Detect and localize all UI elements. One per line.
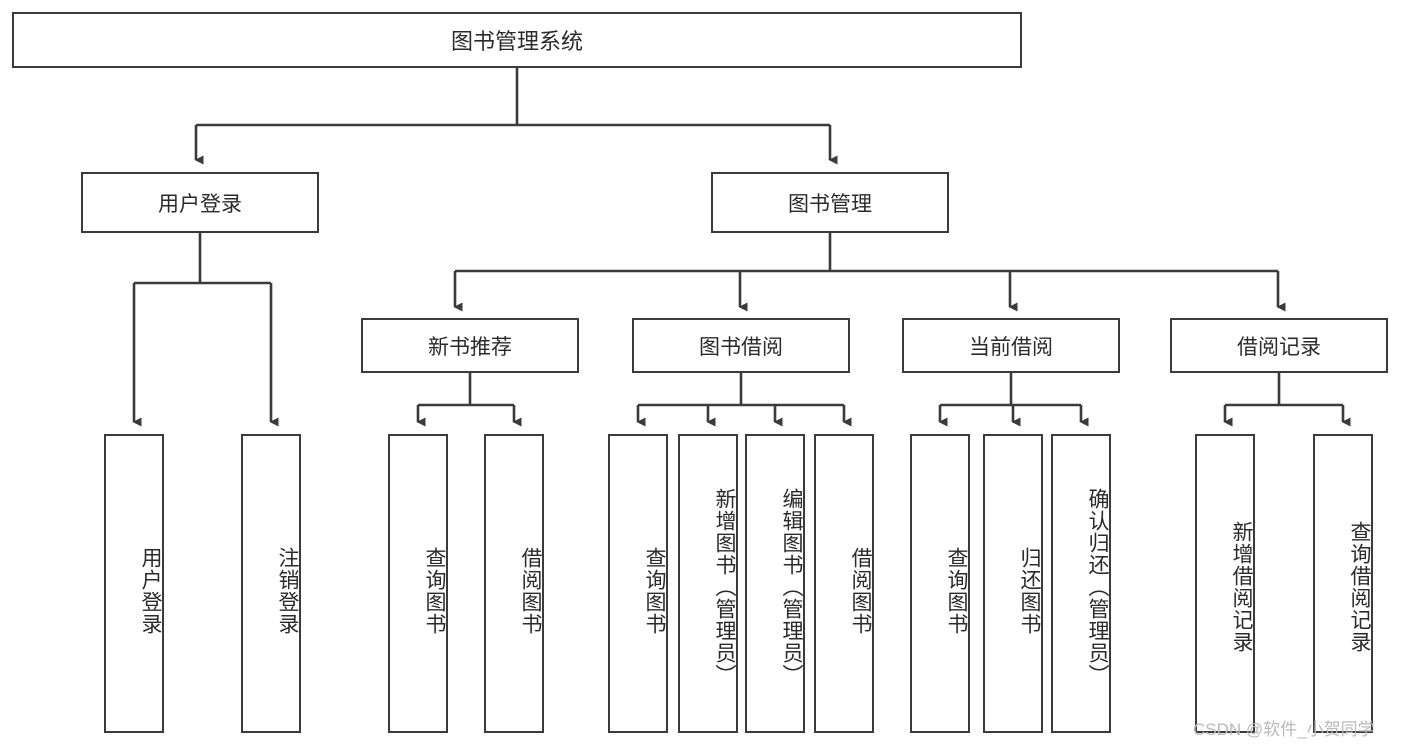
node-borrow-record-label: 借阅记录 (1237, 335, 1321, 359)
watermark: CSDN @软件_小贺同学 (1193, 720, 1375, 739)
leaf-edit-book-admin-label: 编辑图书（管理员） (780, 487, 803, 686)
node-book-borrow-label: 图书借阅 (699, 335, 783, 359)
node-borrow-record[interactable]: 借阅记录 (1170, 318, 1388, 373)
node-book-management[interactable]: 图书管理 (711, 172, 949, 233)
leaf-query-book-recommend-label: 查询图书 (423, 546, 446, 635)
leaf-confirm-return-admin[interactable]: 确认归还（管理员） (1051, 434, 1111, 733)
node-current-borrow-label: 当前借阅 (969, 335, 1053, 359)
leaf-query-book-current[interactable]: 查询图书 (910, 434, 970, 733)
leaf-user-login[interactable]: 用户登录 (104, 434, 164, 733)
node-book-management-label: 图书管理 (788, 192, 872, 216)
node-current-borrow[interactable]: 当前借阅 (902, 318, 1120, 373)
leaf-borrow-book-recommend[interactable]: 借阅图书 (484, 434, 544, 733)
leaf-logout[interactable]: 注销登录 (241, 434, 301, 733)
leaf-add-book-admin[interactable]: 新增图书（管理员） (678, 434, 738, 733)
node-book-borrow[interactable]: 图书借阅 (632, 318, 850, 373)
leaf-confirm-return-admin-label: 确认归还（管理员） (1086, 487, 1109, 686)
leaf-add-borrow-record[interactable]: 新增借阅记录 (1195, 434, 1255, 733)
leaf-user-login-label: 用户登录 (139, 546, 162, 635)
node-new-book-recommend[interactable]: 新书推荐 (361, 318, 579, 373)
leaf-query-borrow-record-label: 查询借阅记录 (1348, 520, 1371, 653)
leaf-query-book-borrow-label: 查询图书 (643, 546, 666, 635)
leaf-edit-book-admin[interactable]: 编辑图书（管理员） (745, 434, 805, 733)
leaf-borrow-book-label: 借阅图书 (849, 546, 872, 635)
leaf-borrow-book-recommend-label: 借阅图书 (519, 546, 542, 635)
node-user-login[interactable]: 用户登录 (81, 172, 319, 233)
node-root[interactable]: 图书管理系统 (12, 12, 1022, 68)
leaf-query-borrow-record[interactable]: 查询借阅记录 (1313, 434, 1373, 733)
leaf-return-book-label: 归还图书 (1018, 546, 1041, 635)
node-user-login-label: 用户登录 (158, 192, 242, 216)
node-new-book-recommend-label: 新书推荐 (428, 335, 512, 359)
leaf-query-book-recommend[interactable]: 查询图书 (388, 434, 448, 733)
leaf-query-book-borrow[interactable]: 查询图书 (608, 434, 668, 733)
node-root-label: 图书管理系统 (450, 29, 583, 54)
leaf-add-borrow-record-label: 新增借阅记录 (1230, 520, 1253, 653)
leaf-logout-label: 注销登录 (276, 546, 299, 635)
leaf-return-book[interactable]: 归还图书 (983, 434, 1043, 733)
leaf-query-book-current-label: 查询图书 (945, 546, 968, 635)
leaf-borrow-book[interactable]: 借阅图书 (814, 434, 874, 733)
leaf-add-book-admin-label: 新增图书（管理员） (713, 487, 736, 686)
